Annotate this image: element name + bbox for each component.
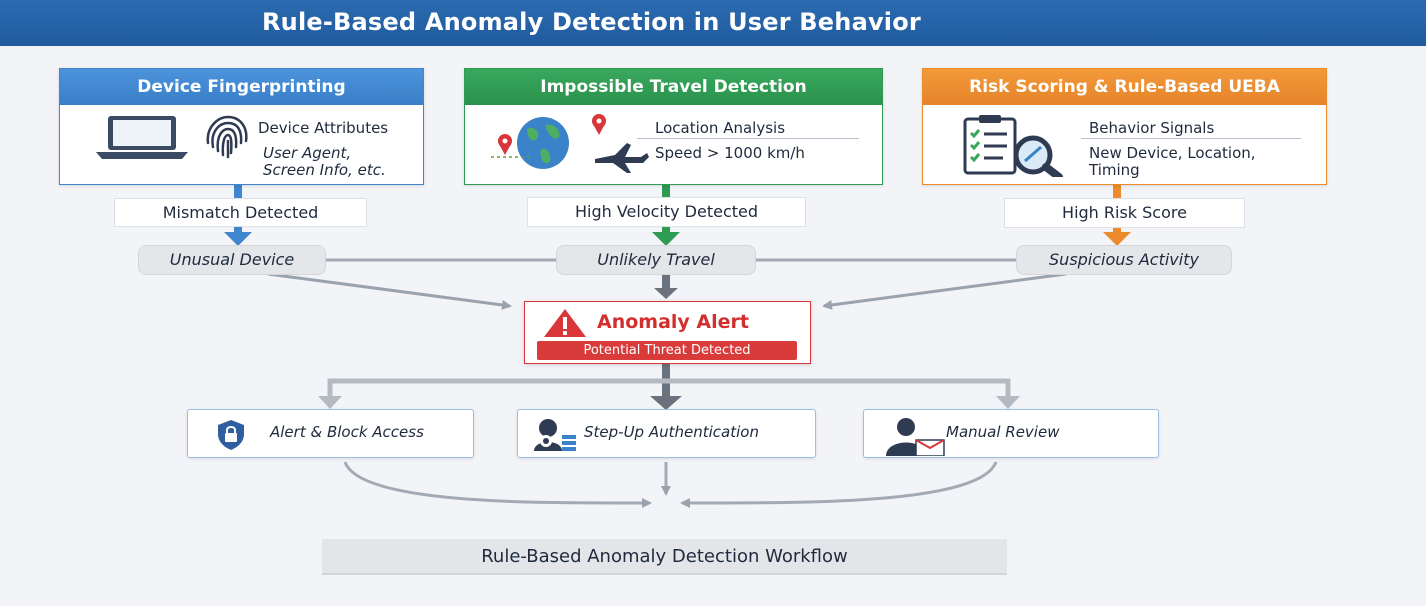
signal-suspicious-activity: Suspicious Activity: [1016, 245, 1232, 275]
action-bus: [327, 378, 1011, 398]
key-user-icon: [534, 419, 576, 451]
page-title: Rule-Based Anomaly Detection in User Beh…: [262, 8, 921, 36]
card-line-1: Device Attributes: [258, 119, 389, 137]
arrow-to-alert: [267, 272, 512, 310]
signal-unlikely-travel: Unlikely Travel: [556, 245, 756, 275]
laptop-icon: [96, 116, 188, 159]
action-label: Step-Up Authentication: [584, 423, 759, 441]
arrowhead-green: [652, 232, 680, 246]
fingerprint-icon: [206, 115, 248, 159]
anomaly-alert-box: Anomaly Alert Potential Threat Detected: [524, 301, 811, 364]
condition-high-velocity: High Velocity Detected: [527, 197, 806, 227]
checklist-magnifier-icon: [963, 115, 1063, 177]
arrowhead-center: [654, 288, 678, 299]
card-line-3: Screen Info, etc.: [263, 161, 386, 179]
card-line-2: New Device, Location,: [1089, 144, 1256, 162]
card-header: Impossible Travel Detection: [465, 69, 882, 105]
card-divider: [637, 138, 859, 139]
arrowhead-left: [318, 396, 342, 409]
return-curve: [680, 461, 998, 509]
card-device-fingerprinting: Device Fingerprinting Device Attributes …: [59, 68, 424, 185]
card-divider: [1081, 138, 1301, 139]
card-line-3: Timing: [1089, 161, 1140, 179]
condition-high-risk: High Risk Score: [1004, 198, 1245, 228]
card-header: Risk Scoring & Rule-Based UEBA: [923, 69, 1326, 105]
card-header: Device Fingerprinting: [60, 69, 423, 105]
action-alert-block: Alert & Block Access: [187, 409, 474, 458]
action-manual-review: Manual Review: [863, 409, 1159, 458]
arrowhead-blue: [224, 232, 252, 246]
return-curve: [343, 461, 652, 509]
card-line-2: User Agent,: [263, 144, 352, 162]
arrowhead-right: [996, 396, 1020, 409]
globe-travel-icon: [491, 114, 649, 173]
action-step-up-auth: Step-Up Authentication: [517, 409, 816, 458]
card-impossible-travel: Impossible Travel Detection Location Ana…: [464, 68, 883, 185]
arrowhead-alert: [650, 396, 682, 410]
warning-icon: [544, 309, 586, 337]
arrow-to-alert: [822, 272, 1067, 310]
action-label: Manual Review: [946, 423, 1060, 441]
reviewer-icon: [886, 418, 945, 456]
signal-unusual-device: Unusual Device: [138, 245, 326, 275]
action-label: Alert & Block Access: [270, 423, 424, 441]
shield-lock-icon: [218, 420, 244, 450]
condition-mismatch: Mismatch Detected: [114, 198, 367, 227]
alert-subtitle: Potential Threat Detected: [537, 341, 797, 360]
card-line-1: Behavior Signals: [1089, 119, 1215, 137]
card-line-2: Speed > 1000 km/h: [655, 144, 805, 162]
workflow-footer-label: Rule-Based Anomaly Detection Workflow: [322, 539, 1007, 575]
card-line-1: Location Analysis: [655, 119, 786, 137]
alert-title: Anomaly Alert: [597, 311, 749, 333]
title-bar: Rule-Based Anomaly Detection in User Beh…: [0, 0, 1426, 46]
card-risk-scoring: Risk Scoring & Rule-Based UEBA Behavior …: [922, 68, 1327, 185]
arrowhead-orange: [1103, 232, 1131, 246]
